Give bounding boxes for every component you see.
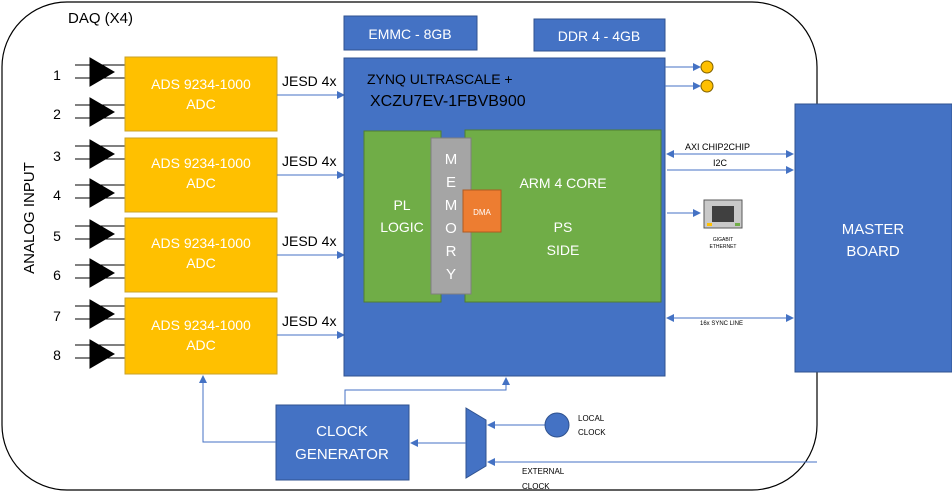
ddr-label: DDR 4 - 4GB — [558, 28, 640, 44]
i2c-label: I2C — [713, 158, 728, 168]
amplifier-triangle-icon — [75, 97, 125, 127]
channel-number: 5 — [53, 228, 61, 244]
pl-label-2: LOGIC — [380, 219, 424, 235]
adc-subtitle: ADC — [186, 337, 216, 353]
adc-subtitle: ADC — [186, 96, 216, 112]
channel-number: 8 — [53, 347, 61, 363]
led-icon — [700, 79, 714, 93]
jesd-label: JESD 4x — [282, 153, 336, 169]
external-clock-label: EXTERNAL — [522, 467, 565, 476]
adc-subtitle: ADC — [186, 255, 216, 271]
amplifier-triangle-icon — [75, 299, 125, 329]
clock-gen-label-2: GENERATOR — [295, 446, 389, 463]
pl-label: PL — [393, 197, 410, 213]
jesd-label: JESD 4x — [282, 233, 336, 249]
jesd-label: JESD 4x — [282, 313, 336, 329]
zynq-part-number: XCZU7EV-1FBVB900 — [370, 93, 526, 110]
channel-number: 3 — [53, 148, 61, 164]
memory-letter: E — [446, 174, 456, 191]
local-clock-label-2: CLOCK — [578, 428, 606, 437]
clock-to-adc-line — [199, 375, 276, 443]
external-clock-label-2: CLOCK — [522, 482, 550, 491]
channel-number: 1 — [53, 67, 61, 83]
amplifier-triangle-icon — [75, 139, 125, 169]
axi-label: AXI CHIP2CHIP — [685, 142, 750, 152]
master-board-block: MASTER BOARD — [794, 103, 952, 373]
memory-letter: O — [445, 220, 457, 237]
analog-input-label: ANALOG INPUT — [21, 162, 38, 274]
clock-to-zynq-line — [344, 377, 510, 405]
master-label: MASTER — [842, 221, 905, 238]
local-clock-label: LOCAL — [578, 414, 605, 423]
jesd-label: JESD 4x — [282, 73, 336, 89]
emmc-label: EMMC - 8GB — [368, 26, 451, 42]
ethernet-label-2: ETHERNET — [710, 244, 737, 250]
amplifier-triangle-icon — [75, 219, 125, 249]
channel-number: 4 — [53, 187, 61, 203]
channel-number: 2 — [53, 106, 61, 122]
memory-letter: M — [445, 197, 458, 214]
amplifier-triangle-icon — [75, 258, 125, 288]
clock-generator-block: CLOCK GENERATOR — [275, 404, 410, 481]
ps-label-2: SIDE — [547, 242, 580, 258]
ddr-block: DDR 4 - 4GB — [533, 18, 666, 52]
channel-number: 7 — [53, 308, 61, 324]
memory-letter: Y — [446, 266, 456, 283]
dma-block: DMA — [462, 189, 502, 233]
local-clock-oscillator-icon — [544, 412, 570, 438]
ethernet-label: GIGABIT — [713, 237, 733, 243]
amplifiers — [75, 57, 125, 369]
daq-label: DAQ (X4) — [68, 10, 133, 27]
amplifier-triangle-icon — [75, 178, 125, 208]
master-label-2: BOARD — [846, 243, 900, 260]
channel-numbers: 1 2 3 4 5 6 7 8 — [53, 67, 61, 363]
ethernet-port-icon — [703, 199, 743, 229]
amplifier-triangle-icon — [75, 57, 125, 87]
adc-title: ADS 9234-1000 — [151, 155, 251, 171]
adc-block: ADS 9234-1000 ADC — [124, 56, 278, 132]
ps-core-label: ARM 4 CORE — [519, 175, 606, 191]
adc-block: ADS 9234-1000 ADC — [124, 297, 278, 375]
led-icon — [700, 60, 714, 74]
adc-block: ADS 9234-1000 ADC — [124, 217, 278, 293]
ps-label: PS — [554, 219, 573, 235]
adc-block: ADS 9234-1000 ADC — [124, 137, 278, 213]
adc-subtitle: ADC — [186, 175, 216, 191]
adc-title: ADS 9234-1000 — [151, 235, 251, 251]
memory-letter: R — [446, 243, 457, 260]
adc-title: ADS 9234-1000 — [151, 317, 251, 333]
channel-number: 6 — [53, 267, 61, 283]
clock-gen-label: CLOCK — [316, 423, 368, 440]
amplifier-triangle-icon — [75, 339, 125, 369]
adc-title: ADS 9234-1000 — [151, 76, 251, 92]
sync-label: 16x SYNC LINE — [700, 321, 743, 327]
emmc-block: EMMC - 8GB — [343, 15, 478, 51]
pl-logic-block: PL LOGIC — [363, 130, 442, 303]
dma-label: DMA — [473, 208, 491, 217]
zynq-title: ZYNQ ULTRASCALE + — [367, 71, 513, 87]
jesd-links — [277, 91, 345, 339]
clock-mux-icon — [465, 407, 487, 479]
memory-letter: M — [445, 151, 458, 168]
